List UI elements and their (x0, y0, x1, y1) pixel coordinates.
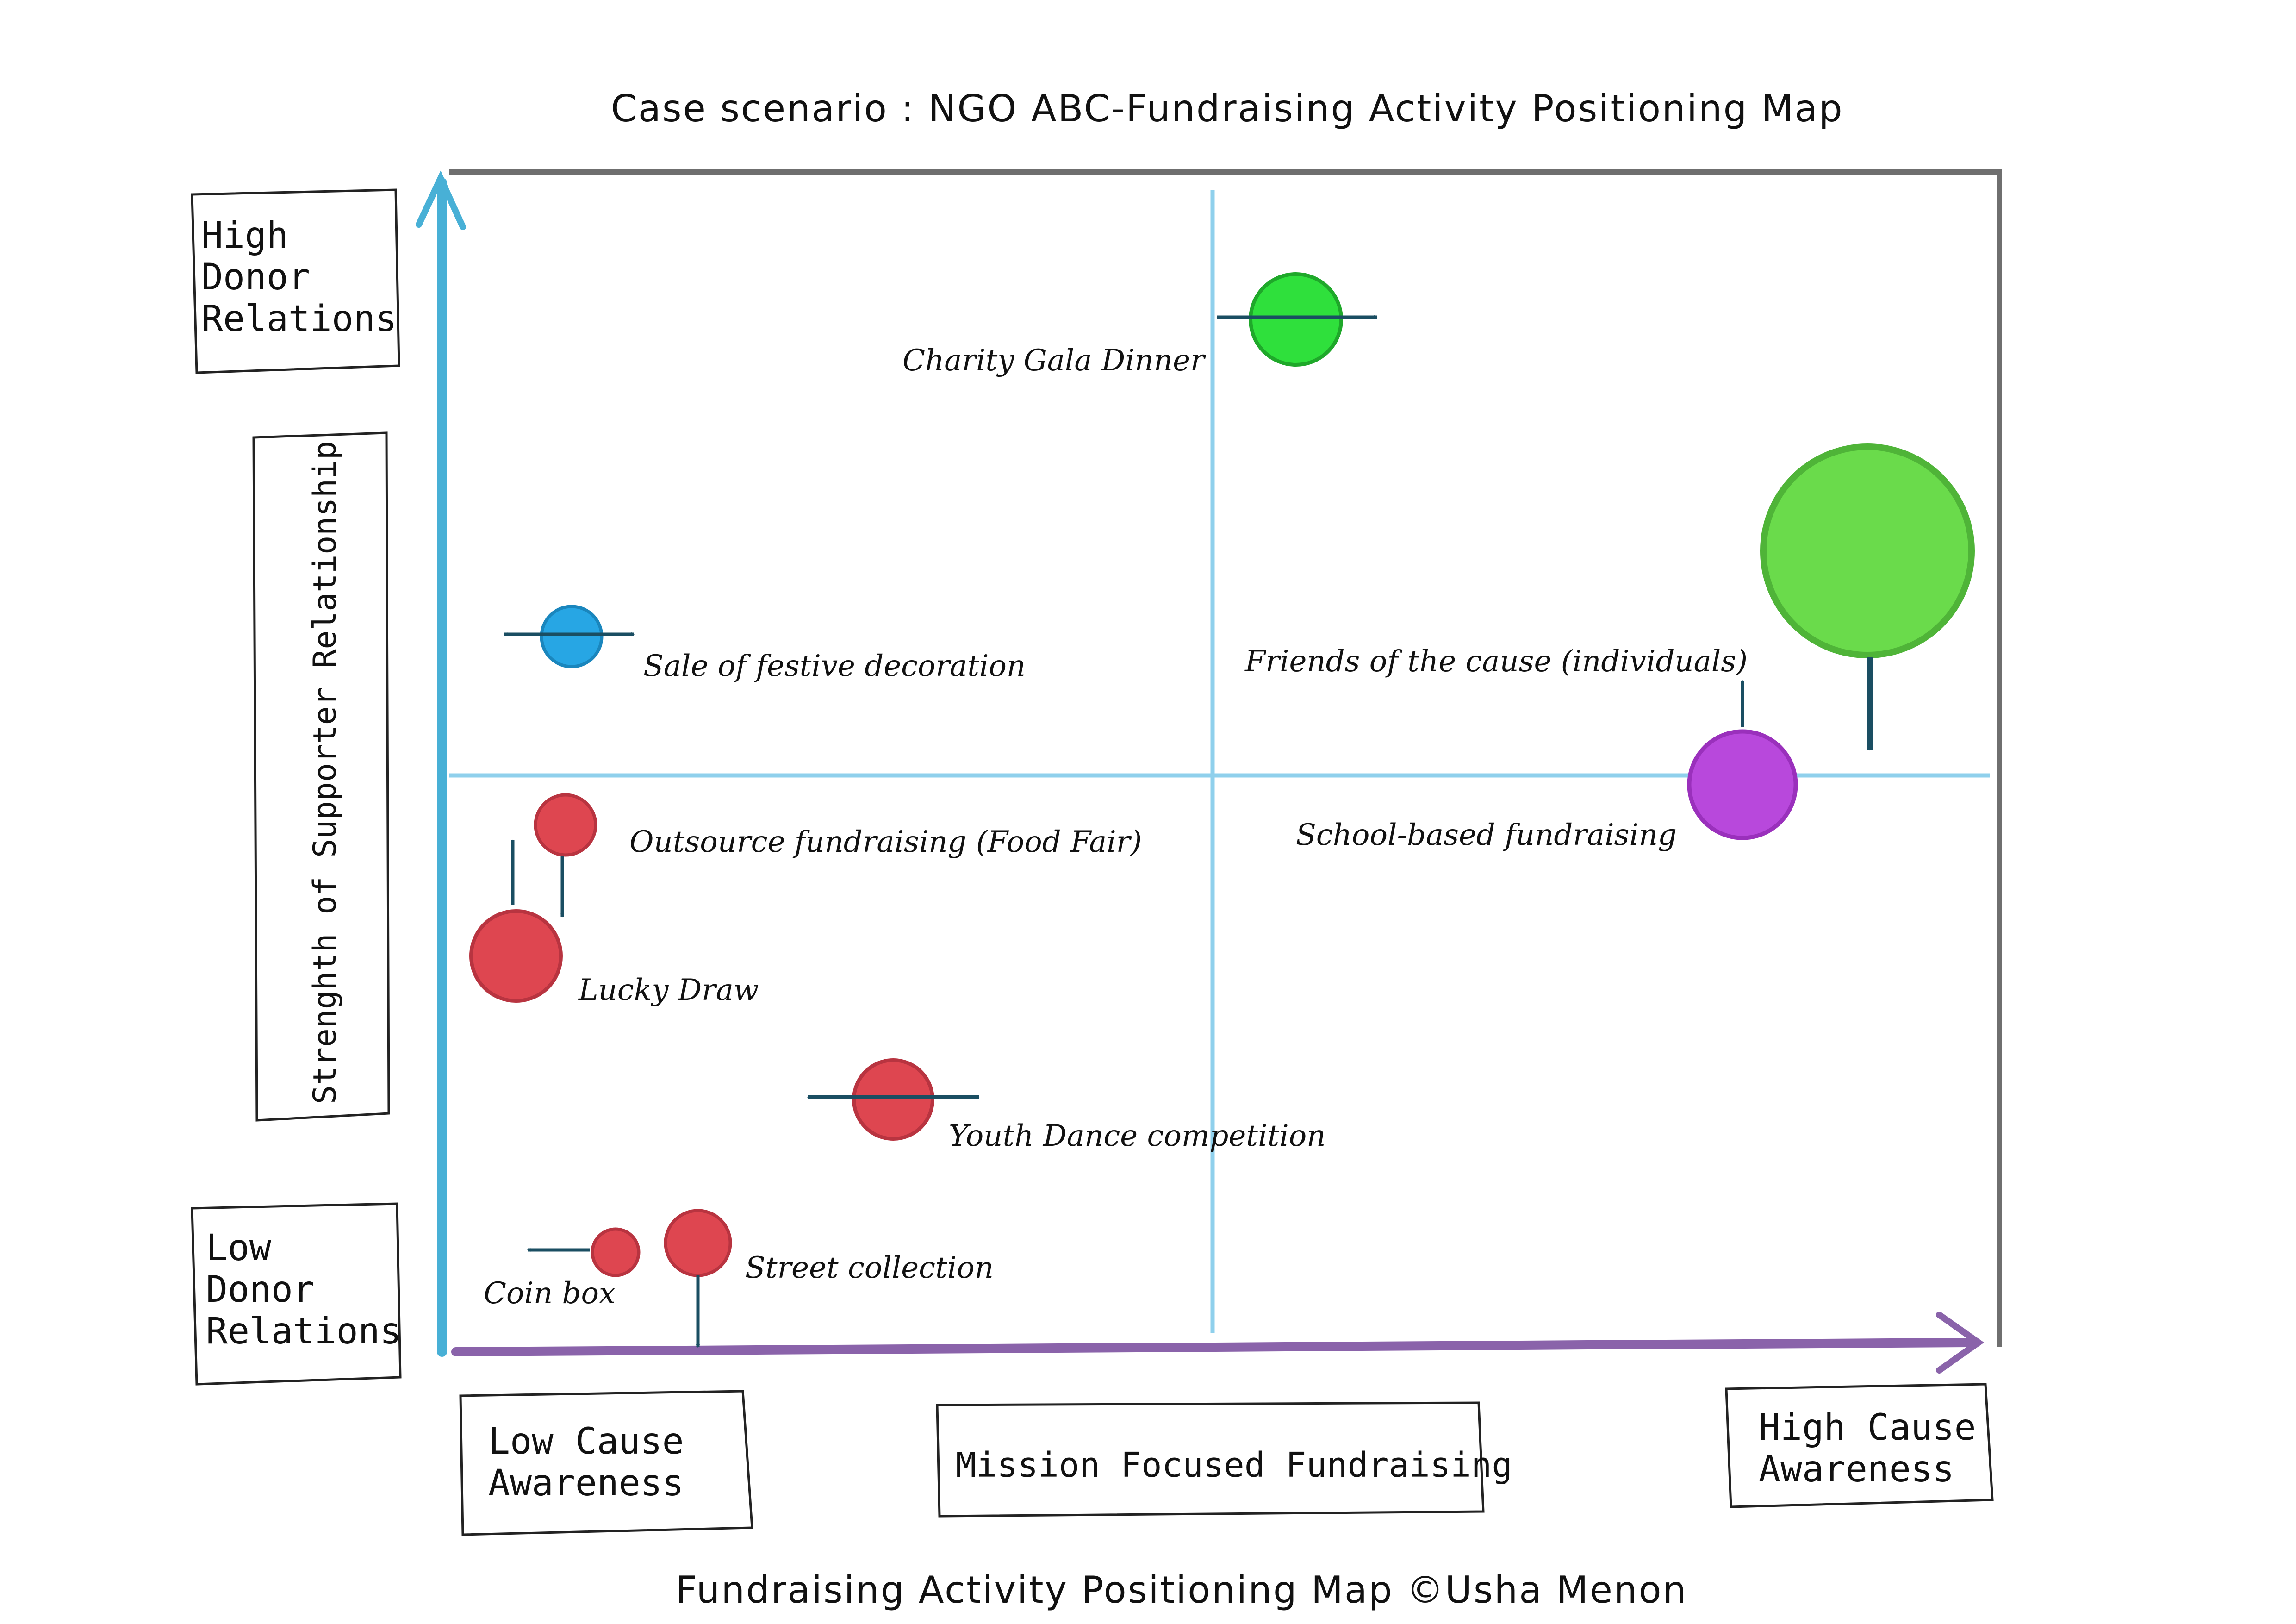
activity-bubble (664, 1209, 732, 1277)
svg-text:Low Cause: Low Cause (488, 1421, 684, 1462)
activity-label: Youth Dance competition (949, 1119, 1326, 1153)
low-cause-awareness-label: Low Cause Awareness (459, 1390, 753, 1536)
activity-sale-of-festive-decoration: Sale of festive decoration (504, 605, 1026, 683)
activity-bubble (852, 1058, 934, 1141)
activity-youth-dance-competition: Youth Dance competition (807, 1058, 1326, 1153)
footer-credit: Fundraising Activity Positioning Map ©Us… (676, 1568, 1687, 1612)
svg-text:Low: Low (206, 1227, 271, 1269)
high-cause-awareness-label: High Cause Awareness (1725, 1383, 1994, 1508)
activity-label: Sale of festive decoration (643, 649, 1026, 683)
activity-friends-of-the-cause: Friends of the cause (individuals) (1244, 443, 1975, 751)
activity-charity-gala-dinner: Charity Gala Dinner (902, 272, 1378, 378)
svg-text:Relations: Relations (201, 298, 397, 340)
mission-focused-fundraising-label: Mission Focused Fundraising (936, 1401, 1512, 1518)
activity-lucky-draw: Lucky Draw (469, 839, 759, 1007)
map-frame (449, 169, 2002, 1347)
activity-label: School-based fundraising (1296, 818, 1677, 852)
high-donor-relations-label: High Donor Relations (191, 188, 400, 374)
activity-label: Friends of the cause (individuals) (1244, 644, 1748, 679)
svg-text:High: High (201, 215, 288, 256)
activity-bubble (591, 1227, 641, 1277)
svg-text:Awareness: Awareness (488, 1462, 684, 1504)
activity-bubble (1760, 443, 1975, 658)
activity-outsource-fundraising: Outsource fundraising (Food Fair) (534, 793, 1142, 918)
svg-text:Donor: Donor (206, 1269, 315, 1311)
y-axis-title: Strenghth of Supporter Relationship (307, 441, 343, 1104)
svg-text:Donor: Donor (201, 256, 310, 298)
activity-coin-box: Coin box (484, 1227, 641, 1311)
activity-label: Coin box (484, 1276, 616, 1311)
y-axis-title-box: Strenghth of Supporter Relationship (252, 431, 390, 1122)
y-axis-arrow (416, 170, 466, 1357)
activity-label: Street collection (745, 1251, 994, 1285)
activity-bubble (1687, 729, 1798, 840)
map-title: Case scenario : NGO ABC-Fundraising Acti… (611, 87, 1844, 130)
low-donor-relations-label: Low Donor Relations (191, 1202, 402, 1386)
svg-text:Mission Focused Fundraising: Mission Focused Fundraising (956, 1445, 1512, 1485)
activity-bubble (469, 909, 563, 1003)
activity-label: Charity Gala Dinner (902, 344, 1206, 378)
svg-text:High Cause: High Cause (1759, 1407, 1976, 1449)
activity-label: Lucky Draw (578, 973, 759, 1007)
activity-bubble (534, 793, 597, 857)
activity-school-based-fundraising: School-based fundraising (1296, 680, 1798, 852)
activity-street-collection: Street collection (664, 1209, 994, 1348)
x-axis-arrow (451, 1312, 1985, 1374)
activity-bubble (1249, 272, 1343, 367)
svg-text:Relations: Relations (206, 1311, 402, 1352)
svg-text:Awareness: Awareness (1759, 1449, 1954, 1490)
activity-bubble (540, 605, 604, 668)
activity-label: Outsource fundraising (Food Fair) (629, 825, 1142, 859)
